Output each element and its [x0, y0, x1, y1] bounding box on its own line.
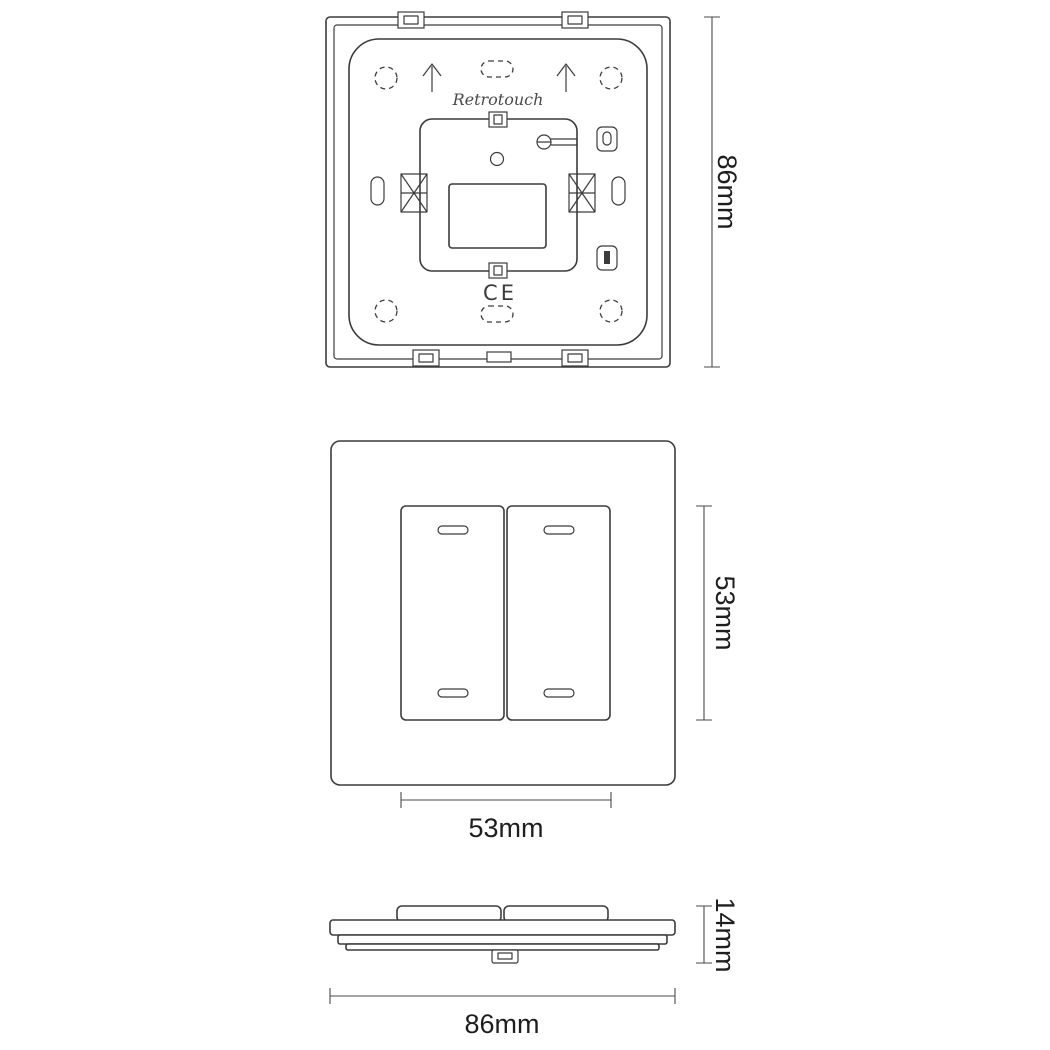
mounting-claw-left: [400, 173, 428, 213]
back-view: Retrotouch: [325, 11, 671, 368]
mounting-clip-bottom-right: [561, 349, 589, 367]
indicator-one-icon: [596, 245, 618, 271]
plate-opening: [448, 183, 547, 249]
front-view: [330, 440, 676, 786]
rocker-slot: [437, 688, 469, 698]
side-view: [329, 905, 676, 964]
back-height-label: 86mm: [712, 154, 742, 229]
ce-mark: CE: [483, 281, 517, 305]
rocker-button-left: [400, 505, 505, 721]
plate-tab-top: [488, 111, 508, 128]
fixing-hole: [489, 151, 505, 167]
mounting-clip-bottom-left: [412, 349, 440, 367]
dashed-slot-top: [480, 60, 514, 78]
back-outer-frame: [325, 16, 671, 368]
indicator-zero-icon: [596, 126, 618, 152]
brand-logo-text: Retrotouch: [452, 90, 544, 109]
mounting-clip-top-left: [397, 11, 425, 29]
front-plate-outline: [330, 440, 676, 786]
rocker-slot: [437, 525, 469, 535]
screw-boss-icon: [374, 299, 398, 323]
side-width-dimension: 86mm: [329, 988, 676, 1039]
arrow-up-icon: [422, 63, 442, 92]
bottom-center-notch: [486, 351, 512, 363]
back-inner-frame: [333, 24, 663, 360]
side-mid-layer: [337, 934, 668, 945]
plate-tab-bottom: [488, 262, 508, 279]
front-width-dimension: 53mm: [400, 792, 612, 843]
back-rounded-panel: [348, 38, 648, 346]
back-height-dimension: 86mm: [704, 16, 742, 368]
oval-slot-right: [611, 176, 626, 206]
rocker-slot: [543, 525, 575, 535]
oval-slot-left: [370, 176, 385, 206]
side-front-plate: [329, 919, 676, 936]
side-rear-clip: [491, 949, 519, 964]
side-height-dimension: 14mm: [696, 897, 740, 973]
rocker-slot: [543, 688, 575, 698]
mounting-claw-right: [568, 173, 596, 213]
side-back-layer: [345, 943, 660, 951]
screw-boss-icon: [374, 66, 398, 90]
rocker-button-right: [506, 505, 611, 721]
front-width-label: 53mm: [468, 813, 543, 843]
screw-boss-icon: [599, 299, 623, 323]
screw-boss-icon: [599, 66, 623, 90]
mounting-plate: [400, 111, 596, 279]
front-height-label: 53mm: [710, 575, 740, 650]
screw-icon: [536, 134, 578, 150]
side-height-label: 14mm: [710, 897, 740, 972]
front-height-dimension: 53mm: [696, 505, 740, 721]
side-width-label: 86mm: [464, 1009, 539, 1039]
arrow-up-icon: [556, 63, 576, 92]
dashed-slot-bottom: [480, 305, 514, 323]
mounting-clip-top-right: [561, 11, 589, 29]
